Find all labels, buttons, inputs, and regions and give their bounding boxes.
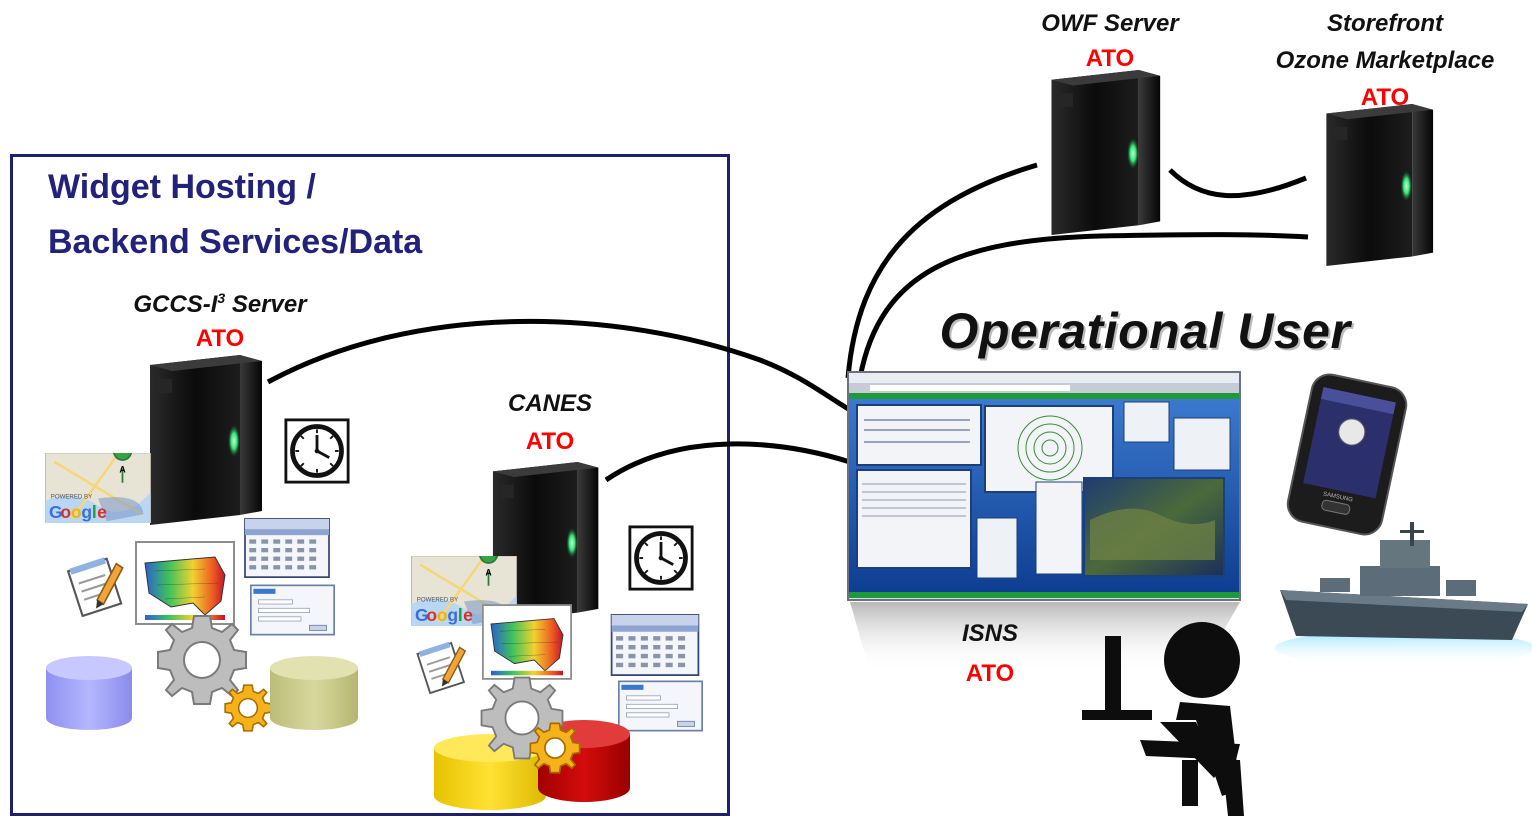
storefront-label-line2: Ozone Marketplace <box>1275 47 1495 74</box>
web-form-icon <box>250 584 335 636</box>
connection-gccs-to-user <box>266 318 852 413</box>
notepad-icon <box>66 555 124 617</box>
widget-box-title-line1: Widget Hosting / <box>48 168 316 206</box>
widget-hosting-box <box>10 154 730 816</box>
connection-owf-to-user <box>845 162 1038 379</box>
database-icon-olive <box>270 656 358 730</box>
weather-map-icon <box>482 604 572 680</box>
canes-status-badge: ATO <box>525 428 575 455</box>
small-gear-icon <box>529 722 581 774</box>
gccs-server-cluster <box>44 355 358 732</box>
canes-server-cluster <box>410 462 703 810</box>
isns-status-badge: ATO <box>965 660 1015 687</box>
widget-box-title-line2: Backend Services/Data <box>48 223 423 261</box>
map-icon <box>44 453 152 523</box>
connection-canes-to-user <box>604 441 851 483</box>
database-icon-blue <box>46 656 132 730</box>
web-form-icon <box>618 680 703 732</box>
owf-status-badge: ATO <box>1085 45 1135 72</box>
owf-server-icon <box>1051 70 1161 235</box>
clock-icon <box>286 420 348 482</box>
connection-owf-to-storefront <box>1168 168 1307 199</box>
notepad-icon <box>415 640 467 694</box>
connection-storefront-to-user <box>857 232 1309 379</box>
owf-server-label: OWF Server <box>1041 10 1179 37</box>
canes-server-label: CANES <box>507 390 592 417</box>
calendar-icon <box>244 518 330 578</box>
gccs-server-label: GCCS-I3 Server <box>133 290 307 318</box>
connection-lines <box>266 162 1309 483</box>
storefront-label-line1: Storefront <box>1327 10 1443 37</box>
small-gear-icon <box>224 684 272 732</box>
ship-icon <box>1275 522 1532 666</box>
storefront-status-badge: ATO <box>1360 84 1410 111</box>
calendar-icon <box>610 614 700 676</box>
user-at-computer-icon <box>1082 622 1244 816</box>
browser-screenshot <box>847 371 1241 672</box>
isns-label: ISNS <box>961 620 1018 647</box>
gccs-server-icon <box>150 355 262 525</box>
smartphone-icon: SAMSUNG <box>1286 373 1408 536</box>
operational-user-title: Operational User <box>939 303 1351 359</box>
weather-map-icon <box>135 540 235 626</box>
gccs-status-badge: ATO <box>195 325 245 352</box>
clock-icon <box>630 527 692 589</box>
storefront-server-icon <box>1326 104 1434 266</box>
